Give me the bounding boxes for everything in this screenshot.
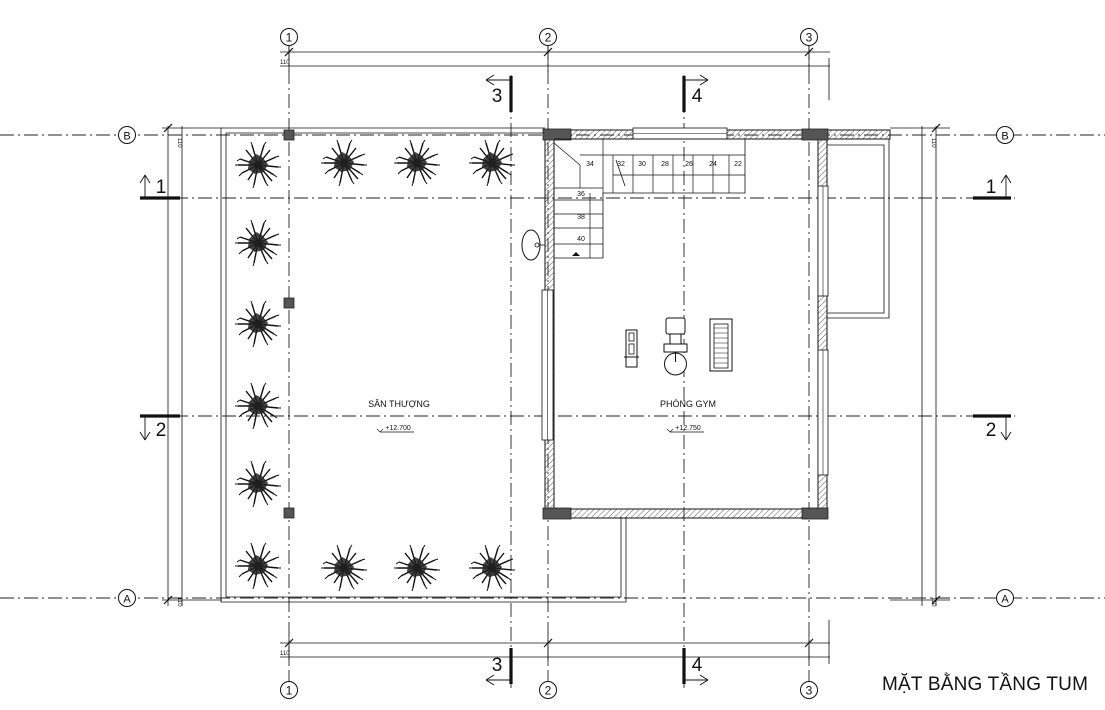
svg-text:1: 1 bbox=[286, 31, 293, 45]
svg-text:2: 2 bbox=[156, 420, 167, 441]
grid-bubble-1-top: 1 bbox=[280, 28, 298, 46]
plant-icon bbox=[234, 300, 282, 348]
svg-text:A: A bbox=[123, 594, 131, 606]
dimension-mark-right-b: 110 bbox=[930, 138, 936, 148]
plant-icon bbox=[468, 139, 516, 187]
svg-text:2: 2 bbox=[545, 31, 552, 45]
dimension-mark-top: 110 bbox=[280, 60, 290, 66]
plant-icon bbox=[393, 544, 441, 592]
grid-bubble-2-bottom: 2 bbox=[539, 681, 557, 699]
section-marker-1-right: 1 bbox=[973, 174, 1012, 200]
stair-step-28: 28 bbox=[661, 161, 669, 168]
gym-name: PHÒNG GYM bbox=[660, 399, 716, 409]
svg-text:3: 3 bbox=[806, 31, 813, 45]
section-marker-4-top: 4 bbox=[682, 74, 709, 112]
plant-icon bbox=[320, 139, 368, 187]
svg-text:2: 2 bbox=[986, 420, 997, 441]
plant-icon bbox=[393, 139, 441, 187]
gym-equipment bbox=[624, 317, 733, 376]
grid-bubble-3-top: 3 bbox=[800, 28, 818, 46]
column bbox=[283, 297, 295, 309]
plant-icon bbox=[468, 544, 516, 592]
grid-bubble-2-top: 2 bbox=[539, 28, 557, 46]
drawing-title: MẶT BẰNG TẦNG TUM bbox=[882, 674, 1089, 695]
grid-bubble-b-right: B bbox=[996, 126, 1014, 144]
grid-bubble-3-bottom: 3 bbox=[800, 681, 818, 699]
svg-text:B: B bbox=[123, 131, 130, 143]
room-label-gym: PHÒNG GYM +12.750 bbox=[660, 399, 716, 433]
dimension-mark-right-a: 110 bbox=[930, 597, 936, 607]
svg-text:3: 3 bbox=[492, 86, 503, 107]
side-balcony bbox=[827, 138, 890, 319]
terrace-level: +12.700 bbox=[385, 425, 411, 432]
section-marker-4-bottom: 4 bbox=[682, 648, 709, 686]
section-marker-2-right: 2 bbox=[973, 414, 1012, 441]
grid-bubble-b-left: B bbox=[118, 126, 136, 144]
grid-bubble-1-bottom: 1 bbox=[280, 681, 298, 699]
room-label-terrace: SÂN THƯỢNG +12.700 bbox=[368, 399, 430, 433]
plant-icon bbox=[234, 542, 282, 590]
column bbox=[283, 507, 295, 519]
dimension-mark-bottom: 110 bbox=[280, 651, 290, 657]
stair-step-22: 22 bbox=[734, 161, 742, 168]
section-marker-2-left: 2 bbox=[139, 414, 180, 441]
gym-room-walls bbox=[541, 127, 891, 519]
wall-bottom bbox=[544, 508, 828, 519]
grid-bubbles: 1 2 3 1 2 3 B A bbox=[118, 28, 1014, 699]
stair-treads-top bbox=[580, 154, 745, 193]
stair-treads-left bbox=[554, 193, 603, 258]
dimension-mark-left-a: 110 bbox=[176, 597, 182, 607]
terrace-name: SÂN THƯỢNG bbox=[368, 399, 430, 409]
stair-step-38: 38 bbox=[577, 214, 585, 221]
stair-step-40: 40 bbox=[577, 236, 585, 243]
section-marker-3-top: 3 bbox=[485, 74, 513, 112]
stair-step-26: 26 bbox=[685, 161, 693, 168]
plant-icon bbox=[234, 219, 282, 267]
svg-text:1: 1 bbox=[156, 177, 167, 198]
grid-bubble-a-left: A bbox=[118, 589, 136, 607]
dimension-mark-left-b: 110 bbox=[176, 138, 182, 148]
floor-drain bbox=[521, 229, 545, 261]
stair-step-36: 36 bbox=[577, 191, 585, 198]
terrace-parapet bbox=[220, 127, 627, 603]
exercise-bike bbox=[663, 317, 688, 376]
svg-text:3: 3 bbox=[492, 655, 503, 676]
columns bbox=[283, 128, 829, 520]
svg-text:1: 1 bbox=[286, 684, 293, 698]
plant-icon bbox=[234, 382, 282, 430]
treadmill bbox=[709, 318, 733, 372]
dimension-ticks bbox=[163, 47, 941, 648]
stair-step-30: 30 bbox=[638, 161, 646, 168]
column bbox=[542, 507, 572, 520]
planters bbox=[234, 139, 516, 592]
stair-step-32: 32 bbox=[617, 161, 625, 168]
weight-bench bbox=[624, 329, 639, 368]
plant-icon bbox=[234, 460, 282, 508]
section-marker-1-left: 1 bbox=[139, 174, 180, 200]
plant-icon bbox=[320, 544, 368, 592]
svg-text:B: B bbox=[1001, 131, 1008, 143]
grid-bubble-a-right: A bbox=[996, 589, 1014, 607]
svg-text:4: 4 bbox=[692, 655, 703, 676]
column bbox=[801, 128, 829, 141]
stair-step-24: 24 bbox=[709, 161, 717, 168]
column bbox=[801, 507, 829, 520]
svg-text:3: 3 bbox=[806, 684, 813, 698]
column bbox=[542, 128, 572, 141]
svg-text:4: 4 bbox=[692, 86, 703, 107]
gym-level: +12.750 bbox=[675, 425, 701, 432]
svg-text:2: 2 bbox=[545, 684, 552, 698]
svg-text:A: A bbox=[1001, 594, 1009, 606]
stair-step-34: 34 bbox=[586, 161, 594, 168]
dimension-lines bbox=[162, 46, 950, 664]
svg-text:1: 1 bbox=[986, 177, 997, 198]
section-marker-3-bottom: 3 bbox=[485, 648, 513, 686]
plant-icon bbox=[234, 141, 282, 189]
staircase: 34 32 30 28 26 24 22 36 38 40 bbox=[553, 138, 746, 259]
column bbox=[283, 129, 295, 141]
